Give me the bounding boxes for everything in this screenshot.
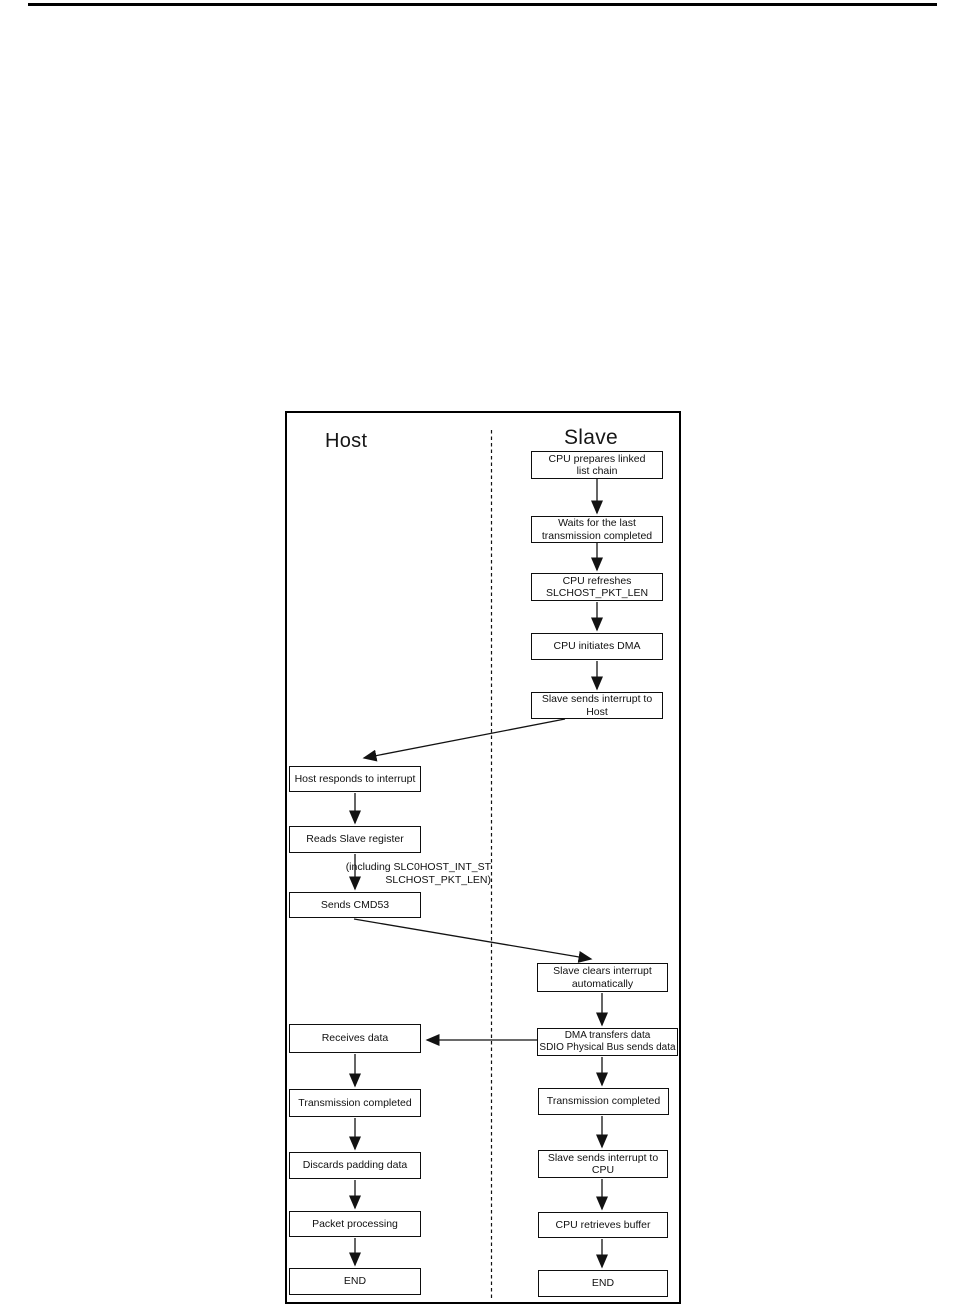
flow-step-slave-sends-interrupt-host: Slave sends interrupt to Host <box>531 692 663 719</box>
flow-step-end-slave: END <box>538 1270 668 1297</box>
flow-step-slave-sends-interrupt-cpu: Slave sends interrupt to CPU <box>538 1150 668 1178</box>
flow-step-slave-clears-interrupt: Slave clears interrupt automatically <box>537 963 668 992</box>
flow-step-sends-cmd53: Sends CMD53 <box>289 892 421 918</box>
flow-step-reads-slave-register: Reads Slave register <box>289 826 421 853</box>
flow-step-cpu-initiates-dma: CPU initiates DMA <box>531 633 663 660</box>
flow-step-end-host: END <box>289 1268 421 1295</box>
flow-step-waits-last-transmission: Waits for the last transmission complete… <box>531 516 663 543</box>
slave-column-title: Slave <box>564 426 619 449</box>
flow-step-transmission-completed-host: Transmission completed <box>289 1089 421 1117</box>
page-top-rule <box>28 3 937 6</box>
flow-step-host-responds-interrupt: Host responds to interrupt <box>289 766 421 792</box>
flow-step-discards-padding-data: Discards padding data <box>289 1152 421 1179</box>
host-column-title: Host <box>325 430 368 452</box>
flow-step-cpu-retrieves-buffer: CPU retrieves buffer <box>538 1212 668 1238</box>
register-annotation: (including SLC0HOST_INT_ST SLCHOST_PKT_L… <box>345 861 491 886</box>
flow-step-cpu-prepares-linked-list: CPU prepares linked list chain <box>531 451 663 479</box>
diagram-frame <box>285 411 681 1304</box>
flow-step-receives-data: Receives data <box>289 1024 421 1053</box>
flow-step-transmission-completed-slave: Transmission completed <box>538 1088 669 1115</box>
flow-step-cpu-refreshes-pkt-len: CPU refreshes SLCHOST_PKT_LEN <box>531 573 663 601</box>
flow-step-dma-transfers-data: DMA transfers data SDIO Physical Bus sen… <box>537 1028 678 1056</box>
flow-step-packet-processing: Packet processing <box>289 1211 421 1237</box>
